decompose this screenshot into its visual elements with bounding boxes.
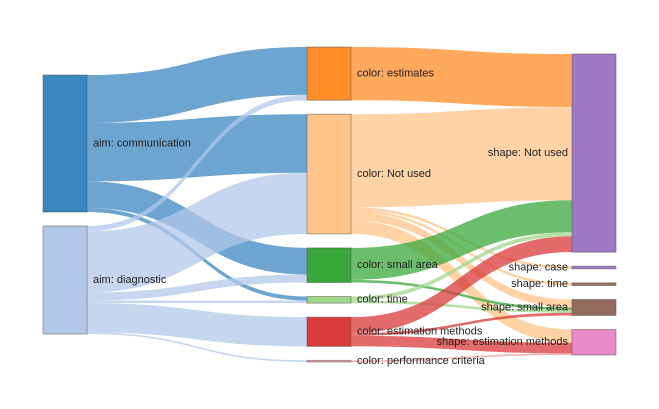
sankey-node[interactable] (571, 299, 617, 316)
sankey-link (87, 274, 307, 301)
sankey-node[interactable] (571, 265, 617, 270)
sankey-node-label: color: small area (357, 259, 439, 271)
sankey-node-label: color: estimates (357, 68, 435, 80)
sankey-link (87, 300, 307, 304)
sankey-link (351, 47, 572, 108)
sankey-node[interactable] (306, 247, 352, 283)
sankey-node-label: shape: case (509, 261, 568, 273)
sankey-link (351, 232, 572, 301)
sankey-node-label: aim: diagnostic (93, 274, 167, 286)
sankey-link (87, 303, 307, 347)
sankey-link (351, 300, 572, 313)
sankey-nodes (42, 46, 617, 363)
sankey-node-label: shape: estimation methods (437, 336, 569, 348)
sankey-node[interactable] (306, 46, 352, 101)
sankey-node[interactable] (42, 225, 88, 335)
sankey-node[interactable] (571, 53, 617, 253)
sankey-node-label: color: performance criteria (357, 355, 486, 367)
sankey-node[interactable] (306, 295, 352, 304)
sankey-node[interactable] (571, 328, 617, 356)
sankey-link (87, 114, 307, 182)
sankey-node[interactable] (306, 359, 352, 363)
sankey-labels: aim: communication aim: diagnostic color: … (93, 68, 569, 368)
sankey-node-label: color: Not used (357, 168, 431, 180)
sankey-link (351, 212, 572, 308)
sankey-link (87, 94, 307, 232)
sankey-node[interactable] (571, 282, 617, 287)
sankey-node-label: shape: Not used (488, 147, 568, 159)
sankey-node-label: color: time (357, 294, 408, 306)
sankey-link (87, 172, 307, 293)
sankey-links (87, 47, 572, 362)
sankey-link (351, 107, 572, 208)
sankey-node[interactable] (306, 113, 352, 235)
sankey-node[interactable] (306, 316, 352, 347)
sankey-node-label: shape: time (511, 278, 568, 290)
sankey-node-label: aim: communication (93, 137, 191, 149)
sankey-link (351, 200, 572, 280)
sankey-link (351, 353, 572, 362)
sankey-node-label: shape: small area (481, 301, 569, 313)
sankey-link (351, 312, 572, 336)
sankey-link (351, 335, 572, 354)
sankey-node[interactable] (42, 74, 88, 213)
sankey-link (351, 279, 572, 311)
sankey-link (351, 236, 572, 334)
sankey-node-label: color: estimation methods (357, 326, 483, 338)
sankey-link (87, 332, 307, 362)
sankey-link (87, 47, 307, 123)
